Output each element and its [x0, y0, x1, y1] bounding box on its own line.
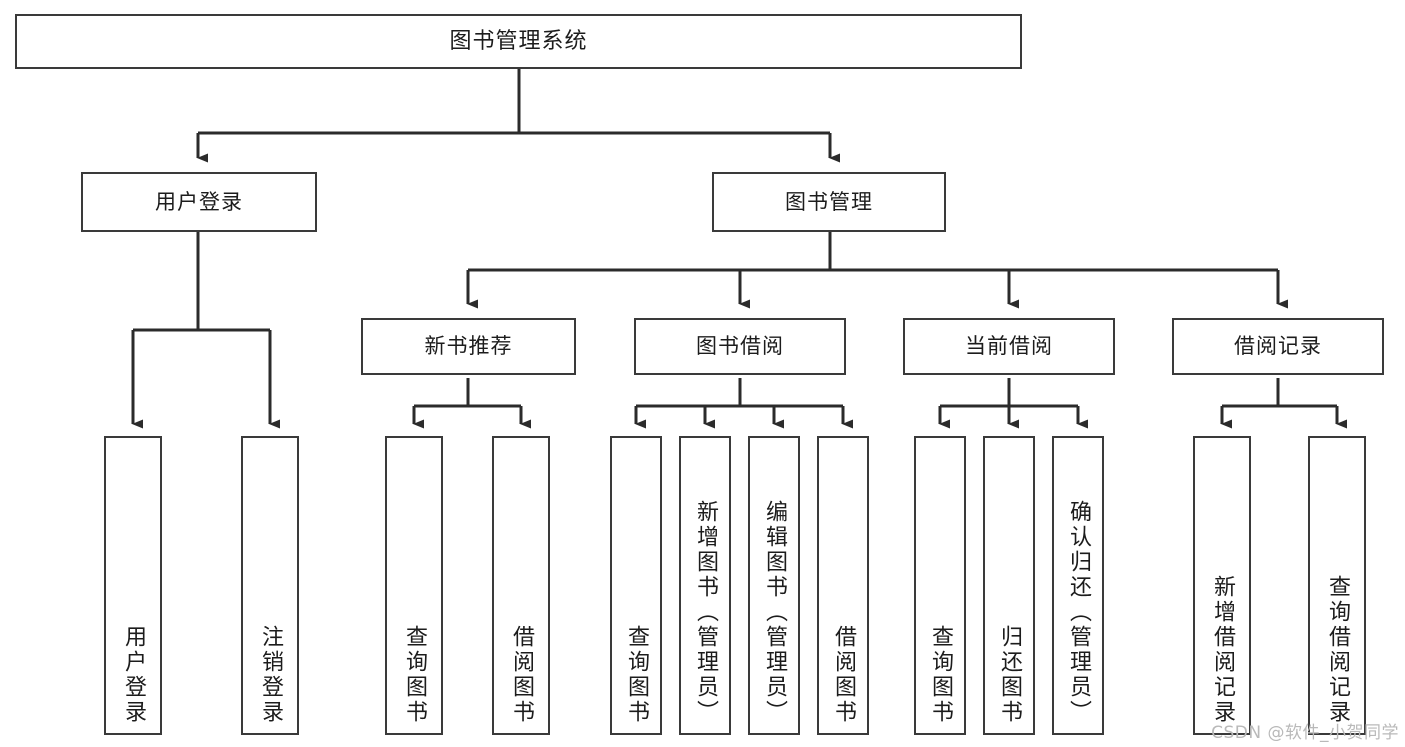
leaf-logout[interactable]: 注销登录: [241, 436, 299, 735]
leaf-confirm-return-admin-label: 确认归还（管理员）: [1066, 500, 1091, 725]
leaf-query-books-borrowing[interactable]: 查询图书: [610, 436, 662, 735]
leaf-query-books-recommend-label: 查询图书: [402, 625, 427, 725]
leaf-borrow-books-borrowing-label: 借阅图书: [831, 625, 856, 725]
leaf-query-books-current[interactable]: 查询图书: [914, 436, 966, 735]
leaf-edit-book-admin-label: 编辑图书（管理员）: [762, 500, 787, 725]
leaf-add-book-admin[interactable]: 新增图书（管理员）: [679, 436, 731, 735]
node-new-book-recommendation-label: 新书推荐: [424, 334, 513, 359]
leaf-edit-book-admin[interactable]: 编辑图书（管理员）: [748, 436, 800, 735]
watermark-text: CSDN @软件_小贺同学: [1211, 723, 1399, 743]
node-borrowing-records[interactable]: 借阅记录: [1172, 318, 1384, 375]
leaf-logout-label: 注销登录: [258, 625, 283, 725]
node-book-borrowing-label: 图书借阅: [696, 334, 784, 359]
leaf-user-login-label: 用户登录: [121, 625, 146, 725]
node-book-management-label: 图书管理: [785, 189, 873, 214]
node-current-borrowing[interactable]: 当前借阅: [903, 318, 1115, 375]
leaf-query-borrowing-record-label: 查询借阅记录: [1325, 575, 1350, 725]
leaf-return-books-label: 归还图书: [997, 625, 1022, 725]
leaf-return-books[interactable]: 归还图书: [983, 436, 1035, 735]
leaf-query-borrowing-record[interactable]: 查询借阅记录: [1308, 436, 1366, 735]
leaf-confirm-return-admin[interactable]: 确认归还（管理员）: [1052, 436, 1104, 735]
node-root[interactable]: 图书管理系统: [15, 14, 1022, 69]
leaf-query-books-recommend[interactable]: 查询图书: [385, 436, 443, 735]
leaf-borrow-books-borrowing[interactable]: 借阅图书: [817, 436, 869, 735]
node-borrowing-records-label: 借阅记录: [1234, 334, 1322, 359]
leaf-user-login[interactable]: 用户登录: [104, 436, 162, 735]
leaf-query-books-borrowing-label: 查询图书: [624, 625, 649, 725]
leaf-add-book-admin-label: 新增图书（管理员）: [693, 500, 718, 725]
node-book-borrowing[interactable]: 图书借阅: [634, 318, 846, 375]
node-user-login-label: 用户登录: [155, 189, 243, 214]
leaf-query-books-current-label: 查询图书: [928, 625, 953, 725]
leaf-add-borrowing-record[interactable]: 新增借阅记录: [1193, 436, 1251, 735]
leaf-borrow-books-recommend-label: 借阅图书: [509, 625, 534, 725]
node-new-book-recommendation[interactable]: 新书推荐: [361, 318, 576, 375]
node-user-login[interactable]: 用户登录: [81, 172, 317, 232]
node-current-borrowing-label: 当前借阅: [965, 334, 1053, 359]
node-root-label: 图书管理系统: [449, 28, 588, 54]
leaf-borrow-books-recommend[interactable]: 借阅图书: [492, 436, 550, 735]
leaf-add-borrowing-record-label: 新增借阅记录: [1210, 575, 1235, 725]
node-book-management[interactable]: 图书管理: [712, 172, 946, 232]
